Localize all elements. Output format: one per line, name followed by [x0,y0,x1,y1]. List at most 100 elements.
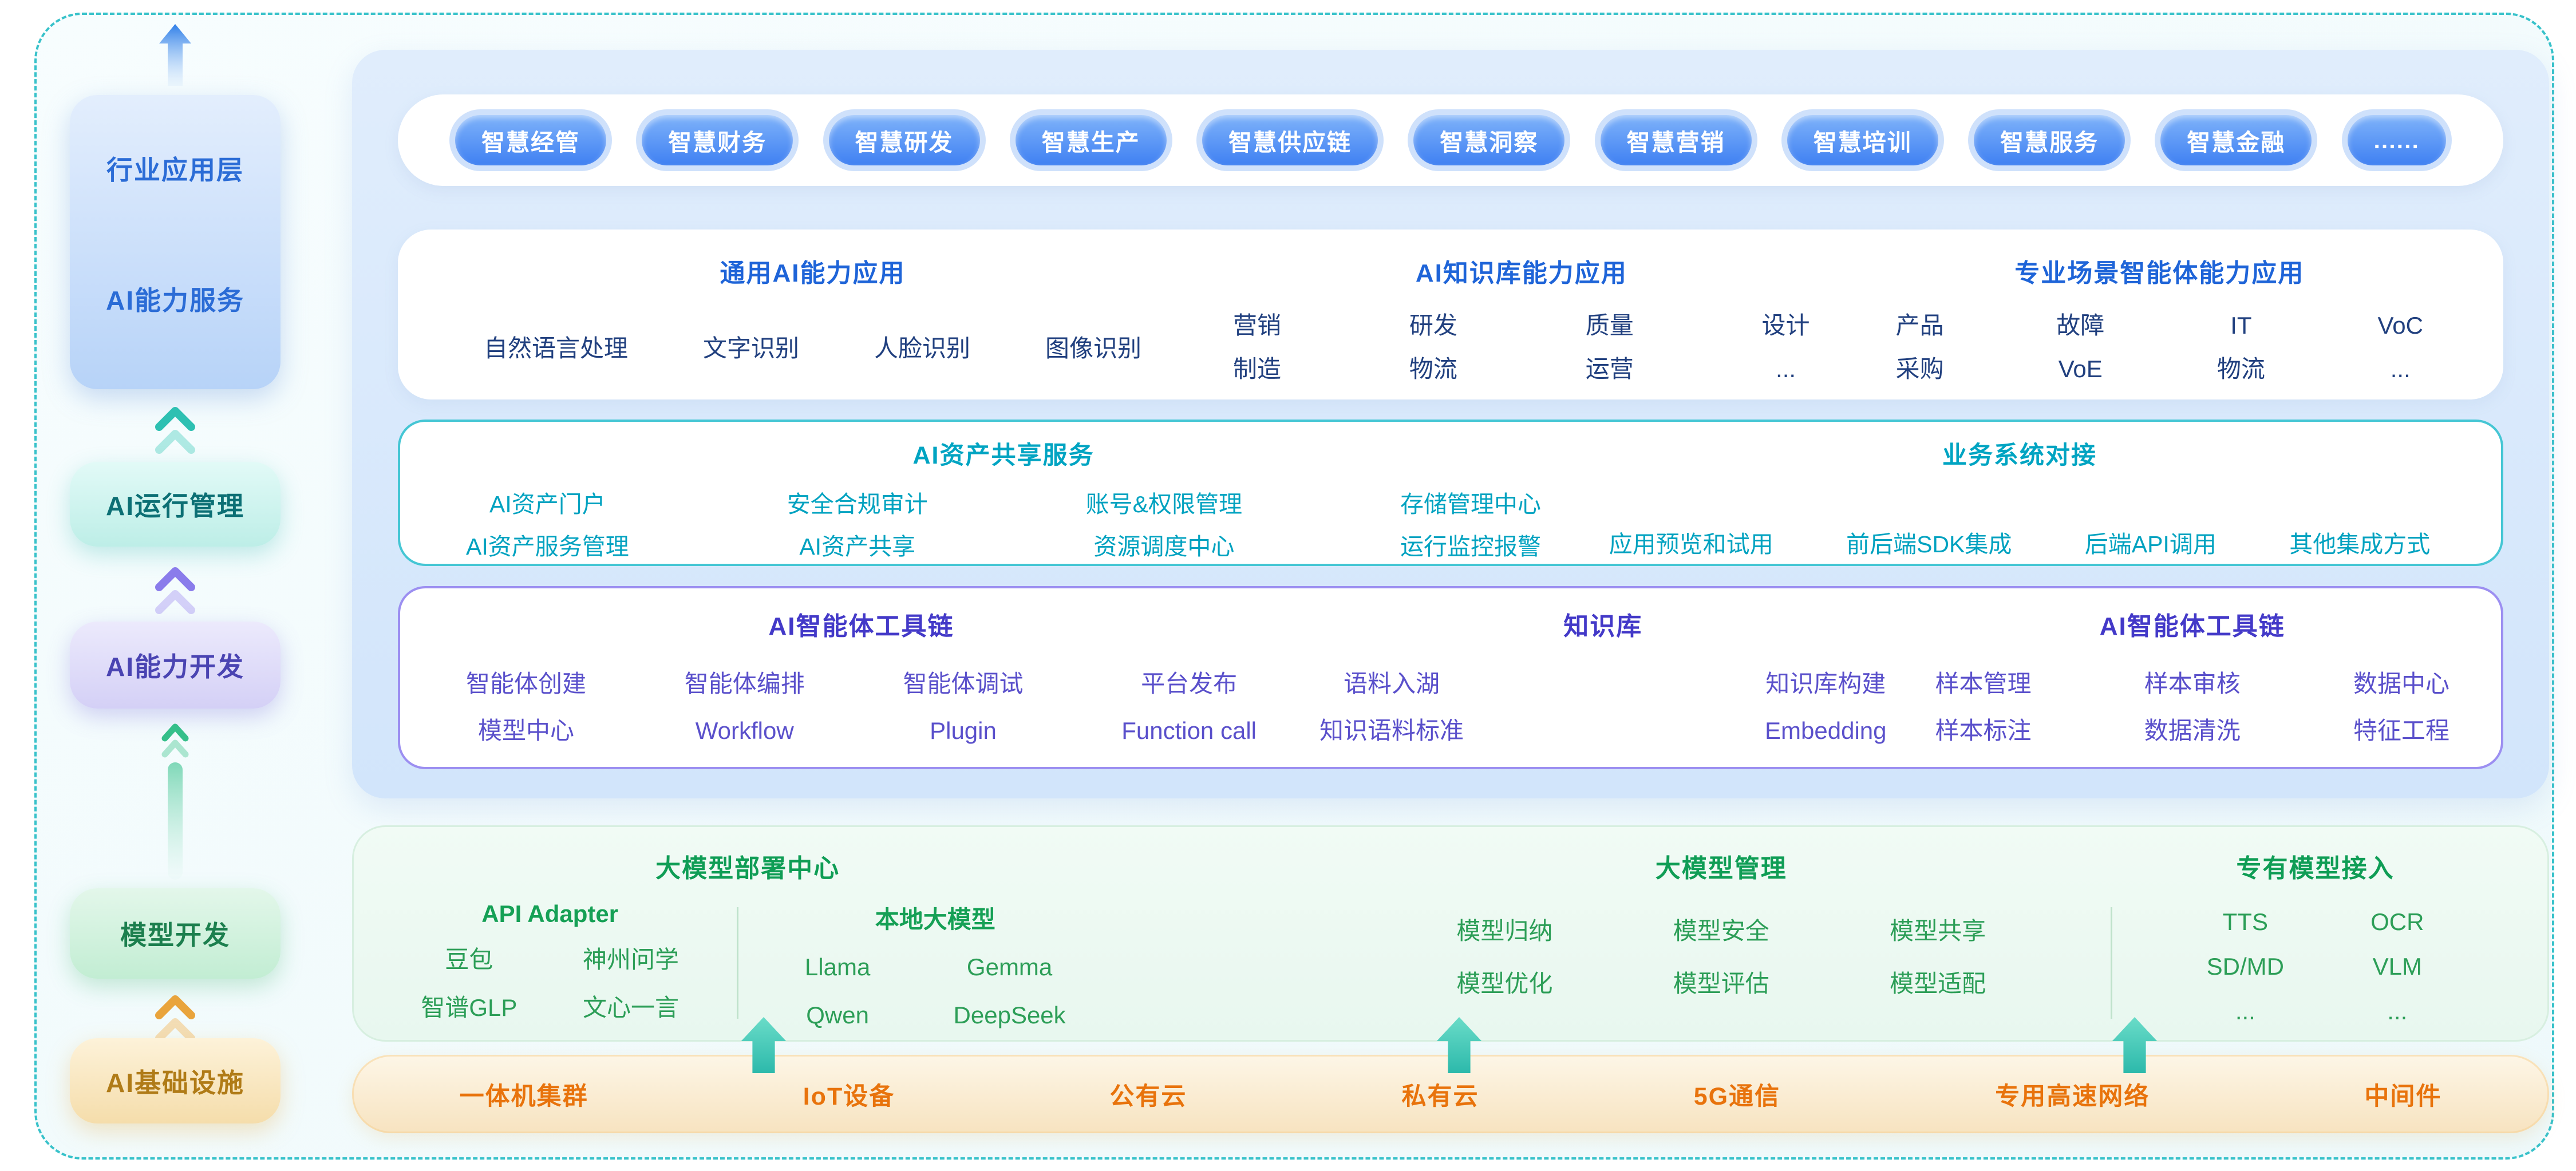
layer-model-development: 模型开发 [70,888,280,979]
list-item: 存储管理中心 运行监控报警 [1400,490,1541,560]
knowledge-ai-capabilities: AI知识库能力应用 营销 制造 研发 物流 质量 运营 设计 ... [1187,252,1856,399]
item-label: 图像识别 [1045,335,1142,362]
section-title: 专业场景智能体能力应用 [2014,259,2305,287]
item-label: 样本标注 [1935,717,2032,744]
up-arrow-teal-icon [2111,1016,2159,1074]
dedicated-model-access-group: 专有模型接入 TTS SD/MD ... OCR VLM ... [2003,848,2513,1040]
item-label: 自然语言处理 [484,335,629,362]
section-title: AI资产共享服务 [912,442,1095,469]
item-label: IT [2230,312,2252,339]
domain-pill: 智慧供应链 [1202,115,1378,165]
up-arrow-teal-icon [1435,1016,1483,1074]
domain-pills-strip: 智慧经管 智慧财务 智慧研发 智慧生产 智慧供应链 智慧洞察 智慧营销 智慧培训… [398,94,2503,186]
layer-label: 模型开发 [120,920,230,950]
section-title: 专有模型接入 [2236,854,2395,883]
list-item: 平台发布 Function call [1121,670,1257,745]
section-title: 知识库 [1563,612,1643,640]
layer-ai-infrastructure: AI基础设施 [70,1038,280,1123]
list-item: 营销 制造 [1233,312,1281,383]
layer-label: AI运行管理 [106,491,244,521]
up-arrow-blue-icon [158,24,192,89]
model-deploy-center-group: 大模型部署中心 API Adapter 豆包 智谱GLP 神州问学 文心一言 本… [388,848,1153,1040]
item-label: 模型归纳 [1456,917,1553,944]
application-layer-panel: 智慧经管 智慧财务 智慧研发 智慧生产 智慧供应链 智慧洞察 智慧营销 智慧培训… [352,50,2549,798]
item-label: Workflow [695,717,794,744]
item-label: 样本审核 [2144,670,2241,697]
layer-ai-capability-development: AI能力开发 [70,622,280,709]
list-item: 知识库构建 Embedding [1765,670,1886,745]
item-label: 语料入湖 [1344,670,1440,697]
list-item: 模型共享 模型适配 [1890,917,1986,998]
item-label: 其他集成方式 [2289,531,2431,557]
domain-pill: 智慧研发 [828,115,980,165]
item-label: 私有云 [1401,1082,1479,1110]
item-label: 文心一言 [582,994,679,1021]
layer-label: AI能力开发 [106,652,244,682]
item-label: Qwen [806,1002,869,1028]
item-label: 数据清洗 [2144,717,2241,744]
item-label: Embedding [1765,717,1887,744]
list-item: 质量 运营 [1586,312,1634,383]
item-label: 运营 [1585,355,1634,382]
capabilities-strip: 通用AI能力应用 自然语言处理 文字识别 人脸识别 图像识别 AI知识库能力应用… [398,230,2503,399]
item-label: 智谱GLP [421,994,517,1021]
section-title: 大模型部署中心 [655,854,840,883]
item-label: 模型安全 [1673,917,1769,944]
model-management-group: 大模型管理 模型归纳 模型优化 模型安全 模型评估 模型共享 模型适配 [1153,848,2003,1040]
item-label: 产品 [1895,312,1944,339]
item-label: 5G通信 [1693,1082,1781,1110]
scenario-agent-capabilities: 专业场景智能体能力应用 产品 采购 故障 VoE IT 物流 VoC ... [1856,252,2463,399]
item-label: ... [2235,998,2255,1024]
item-label: VoC [2377,312,2423,339]
item-label: Function call [1121,717,1257,744]
item-label: 质量 [1585,312,1634,339]
section-title: 通用AI能力应用 [720,259,906,287]
item-label: 专用高速网络 [1995,1082,2150,1110]
layer-label: 行业应用层 [106,155,244,185]
item-label: 智能体创建 [466,670,587,697]
list-item: 智能体编排 Workflow [685,670,805,745]
item-label: Llama [804,954,871,980]
business-system-integration: 业务系统对接 应用预览和试用 前后端SDK集成 后端API调用 其他集成方式 [1573,436,2467,564]
domain-pill: 智慧经管 [455,115,606,165]
item-label: 采购 [1895,355,1944,382]
list-item: 研发 物流 [1409,312,1457,383]
layer-ai-runtime-management: AI运行管理 [70,462,280,547]
item-label: 样本管理 [1935,670,2032,697]
item-label: Plugin [930,717,997,744]
item-label: ... [2387,998,2408,1024]
item-label: 知识语料标准 [1319,717,1464,744]
item-label: ... [2390,355,2411,382]
item-label: 物流 [2217,355,2265,382]
list-item: Gemma DeepSeek [954,954,1066,1029]
up-chevron-purple-icon [152,560,198,620]
section-title: 本地大模型 [875,906,995,933]
up-chevron-teal-icon [152,399,198,460]
local-models-group: 本地大模型 Llama Qwen Gemma DeepSeek [712,900,1107,1029]
vertical-divider [737,907,738,1019]
layer-label: AI基础设施 [106,1067,244,1098]
vertical-divider [2111,907,2112,1019]
item-label: OCR [2370,908,2424,935]
list-item: 模型安全 模型评估 [1673,917,1769,998]
item-label: 一体机集群 [459,1082,588,1110]
list-item: 智能体创建 模型中心 [466,670,586,745]
item-label: 人脸识别 [874,335,971,362]
general-ai-capabilities: 通用AI能力应用 自然语言处理 文字识别 人脸识别 图像识别 [438,252,1187,399]
item-label: VoE [2058,355,2103,382]
agent-toolchain-panel: AI智能体工具链 智能体创建 模型中心 智能体编排 Workflow 智能体调试… [398,586,2503,769]
item-label: AI资产门户 [489,491,606,517]
item-label: AI资产服务管理 [466,533,629,560]
domain-pill: 智慧培训 [1787,115,1938,165]
item-label: VLM [2372,953,2422,980]
item-label: 后端API调用 [2084,531,2217,557]
item-label: AI资产共享 [799,533,916,560]
item-label: ... [1776,355,1796,382]
section-title: 业务系统对接 [1942,442,2097,469]
item-label: 运行监控报警 [1400,533,1541,560]
list-item: 智能体调试 Plugin [903,670,1023,745]
api-adapter-group: API Adapter 豆包 智谱GLP 神州问学 文心一言 [388,900,712,1029]
up-arrow-green-icon [160,719,190,887]
item-label: 应用预览和试用 [1609,531,1773,557]
up-chevron-orange-icon [152,988,198,1048]
